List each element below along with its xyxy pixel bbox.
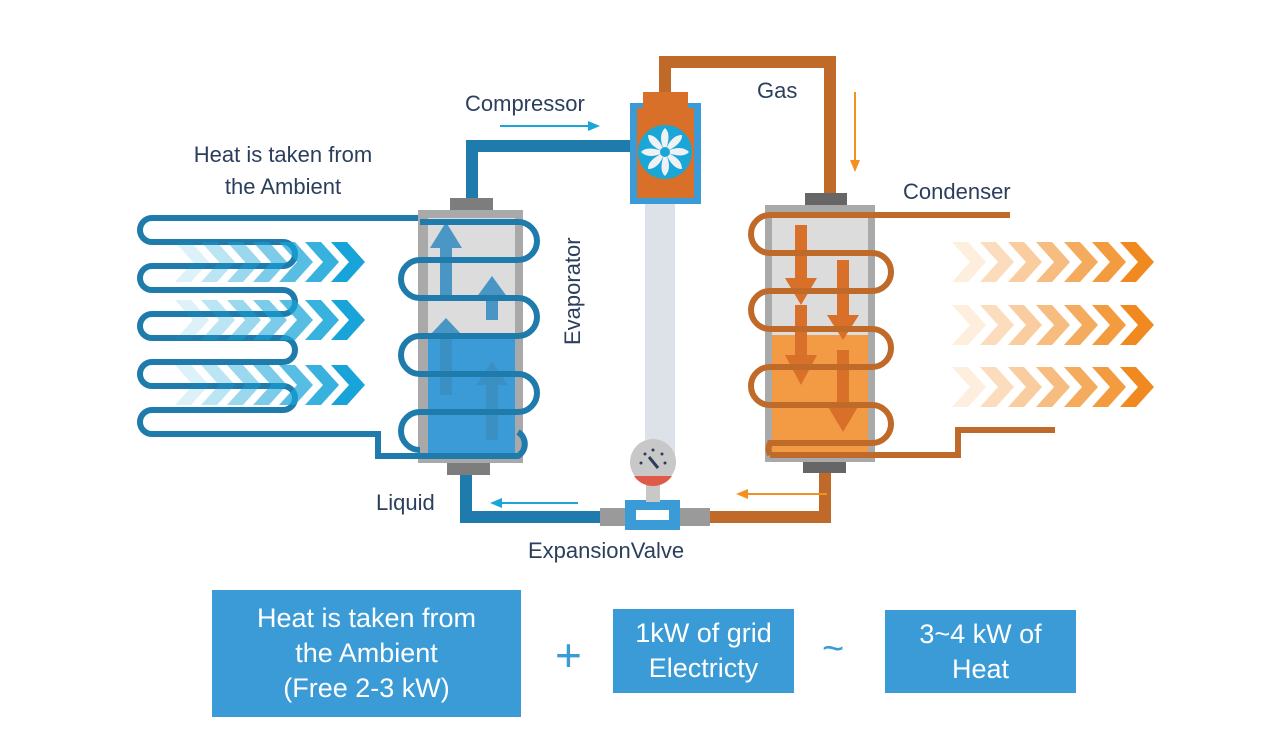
- fan-blade: [648, 152, 665, 169]
- condenser-label: Condenser: [903, 179, 1011, 204]
- chevron-arrow-icon: [1092, 367, 1126, 407]
- evaporator: [378, 198, 540, 475]
- box1-line: (Free 2-3 kW): [283, 673, 450, 703]
- chevron-arrow-icon: [1064, 367, 1098, 407]
- chevron-arrow-icon: [1120, 305, 1154, 345]
- pressure-gauge-icon: [630, 439, 676, 487]
- evaporator-label: Evaporator: [560, 237, 585, 345]
- ambient-label-line2: the Ambient: [225, 174, 341, 199]
- center-column: [645, 200, 675, 470]
- box3-line: 3~4 kW of: [919, 618, 1042, 649]
- chevron-arrow-icon: [253, 242, 287, 282]
- chevron-arrow-icon: [1008, 242, 1042, 282]
- expansion-valve[interactable]: [600, 439, 710, 530]
- chevron-arrow-icon: [1120, 242, 1154, 282]
- compressor-label: Compressor: [465, 91, 585, 116]
- box1-line: Heat is taken from: [256, 603, 477, 633]
- chevron-arrow-icon: [279, 242, 313, 282]
- chevron-arrow-icon: [331, 242, 365, 282]
- flow-arrow-condensate: [736, 489, 827, 499]
- plus-sign: +: [555, 629, 582, 681]
- chevron-arrow-icon: [1064, 305, 1098, 345]
- chevron-arrow-icon: [1120, 367, 1154, 407]
- chevron-arrow-icon: [1036, 367, 1070, 407]
- output-heat-arrows: [952, 242, 1154, 407]
- gas-pipe: [659, 56, 836, 196]
- approx-sign: ~: [822, 628, 845, 670]
- flow-arrow-liquid: [490, 498, 578, 508]
- chevron-arrow-icon: [201, 365, 235, 405]
- condenser-outlet-pipe: [700, 470, 831, 523]
- chevron-arrow-icon: [1008, 305, 1042, 345]
- ambient-label-line1: Heat is taken from: [194, 142, 373, 167]
- chevron-arrow-icon: [980, 242, 1014, 282]
- chevron-arrow-icon: [175, 300, 209, 340]
- fan-blade: [661, 128, 669, 152]
- chevron-arrow-icon: [279, 365, 313, 405]
- liquid-label: Liquid: [376, 490, 435, 515]
- chevron-arrow-icon: [1036, 305, 1070, 345]
- flow-arrow-gas: [850, 92, 860, 172]
- fan-blade: [641, 148, 665, 156]
- box2-line: 1kW of grid: [635, 618, 772, 648]
- fan-icon: [641, 128, 689, 176]
- chevron-arrow-icon: [305, 300, 339, 340]
- chevron-arrow-icon: [1036, 242, 1070, 282]
- fan-blade: [665, 152, 682, 169]
- chevron-arrow-icon: [980, 305, 1014, 345]
- chevron-arrow-icon: [175, 365, 209, 405]
- heat-output-box: 3~4 kW of Heat: [885, 610, 1076, 693]
- fan-blade: [665, 135, 682, 152]
- chevron-arrow-icon: [227, 242, 261, 282]
- box2-line: Electricty: [648, 653, 759, 683]
- chevron-arrow-icon: [175, 242, 209, 282]
- chevron-arrow-icon: [331, 365, 365, 405]
- chevron-arrow-icon: [305, 365, 339, 405]
- fan-blade: [648, 135, 665, 153]
- box1-line: the Ambient: [295, 638, 438, 668]
- chevron-arrow-icon: [253, 365, 287, 405]
- expansion-valve-label: ExpansionValve: [528, 538, 684, 563]
- chevron-arrow-icon: [253, 300, 287, 340]
- chevron-arrow-icon: [227, 300, 261, 340]
- fan-blade: [661, 152, 669, 176]
- chevron-arrow-icon: [952, 367, 986, 407]
- chevron-arrow-icon: [1092, 242, 1126, 282]
- flow-arrow-to-compressor: [500, 121, 600, 131]
- chevron-arrow-icon: [279, 300, 313, 340]
- fan-blade: [665, 148, 689, 156]
- chevron-arrow-icon: [227, 365, 261, 405]
- chevron-arrow-icon: [1092, 305, 1126, 345]
- chevron-arrow-icon: [952, 305, 986, 345]
- chevron-arrow-icon: [952, 242, 986, 282]
- chevron-arrow-icon: [331, 300, 365, 340]
- chevron-arrow-icon: [1064, 242, 1098, 282]
- suction-pipe: [466, 140, 635, 200]
- chevron-arrow-icon: [980, 367, 1014, 407]
- chevron-arrow-icon: [1008, 367, 1042, 407]
- ambient-heat-box: Heat is taken from the Ambient (Free 2-3 k…: [212, 590, 521, 717]
- chevron-arrow-icon: [305, 242, 339, 282]
- liquid-pipe: [460, 472, 605, 523]
- compressor[interactable]: [630, 92, 701, 204]
- chevron-arrow-icon: [201, 242, 235, 282]
- ambient-heat-arrows: [175, 242, 365, 405]
- box3-line: Heat: [951, 653, 1010, 684]
- chevron-arrow-icon: [201, 300, 235, 340]
- condenser: [748, 193, 1055, 473]
- gas-label: Gas: [757, 78, 797, 103]
